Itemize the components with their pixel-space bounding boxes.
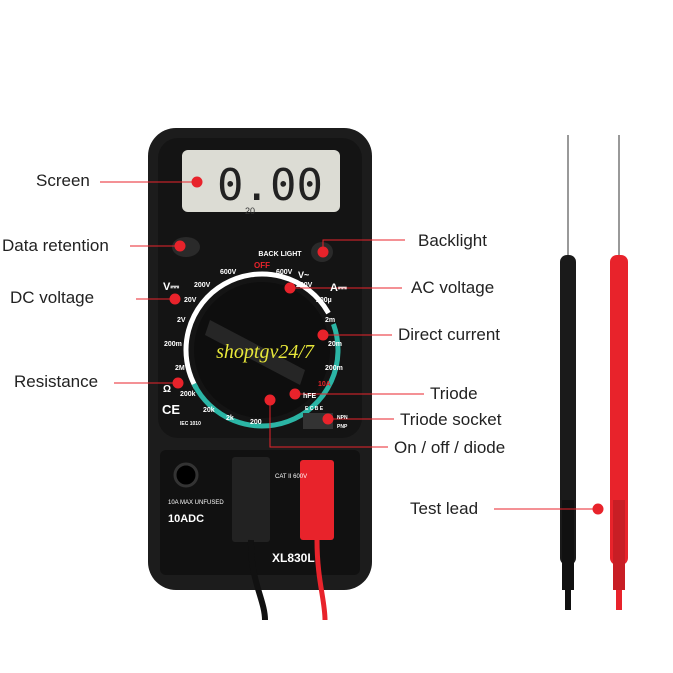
callout-data-retention: Data retention <box>2 236 109 255</box>
dial-label: 200m <box>164 341 182 348</box>
port-10a-label: 10ADC <box>168 513 204 525</box>
lcd-screen <box>182 150 340 212</box>
dial-label: 200µ <box>316 297 332 304</box>
callout-backlight: Backlight <box>418 231 487 250</box>
dial-label: 2k <box>226 415 234 422</box>
callout-direct-current: Direct current <box>398 325 501 344</box>
dial-label: 10A <box>318 381 331 388</box>
v-dc-symbol: V⎓ <box>163 281 179 293</box>
test-leads <box>560 135 628 610</box>
pnp-label: PNP <box>337 424 348 430</box>
dial-label: 20k <box>203 407 215 414</box>
callout-dc-voltage: DC voltage <box>10 288 95 307</box>
model-label: XL830L <box>272 551 315 565</box>
callout-triode: Triode <box>430 384 478 403</box>
watermark: shoptgv24/7 <box>216 341 315 363</box>
callout-ac-voltage: AC voltage <box>411 278 495 297</box>
callout-screen: Screen <box>36 171 90 190</box>
display-range: 20 <box>245 206 255 216</box>
off-label: OFF <box>254 261 270 270</box>
callout-test-lead: Test lead <box>410 499 479 518</box>
dial-label: 2m <box>325 317 335 324</box>
meter-text: 0.00 20 BACK LIGHT OFF shoptgv24/7 600V … <box>162 160 348 565</box>
ohm-symbol: Ω <box>163 384 171 395</box>
npn-label: NPN <box>337 415 348 421</box>
a-dc-symbol: A⎓ <box>330 282 347 294</box>
v-ac-symbol: V~ <box>298 270 309 280</box>
dial-label: 600V <box>276 269 293 276</box>
dial-label: 200 <box>250 419 262 426</box>
ce-mark: CE <box>162 402 180 417</box>
dial-label: 200V <box>194 282 211 289</box>
iec-mark: IEC 1010 <box>180 421 201 427</box>
cat-rating: CAT II 600V <box>275 474 307 480</box>
display-value: 0.00 <box>217 160 323 211</box>
port-10a[interactable] <box>173 462 199 488</box>
dial-label: 600V <box>220 269 237 276</box>
dial-label: 200V <box>296 282 313 289</box>
socket-pins: E C B E <box>305 406 324 412</box>
backlight-text: BACK LIGHT <box>258 251 302 258</box>
callout-triode-socket: Triode socket <box>400 410 502 429</box>
dial-label: 200m <box>325 365 343 372</box>
callout-on-off-diode: On / off / diode <box>394 438 506 457</box>
dial-label: 200k <box>180 391 196 398</box>
callout-resistance: Resistance <box>14 372 99 391</box>
dial-label: 2M <box>175 365 185 372</box>
dial-label: 20V <box>184 297 197 304</box>
dial-label: hFE <box>303 393 317 400</box>
port-10a-note: 10A MAX UNFUSED <box>168 500 224 506</box>
dial-label: 2V <box>177 317 186 324</box>
dial-label: 20m <box>328 341 342 348</box>
callout-lines <box>100 176 604 515</box>
